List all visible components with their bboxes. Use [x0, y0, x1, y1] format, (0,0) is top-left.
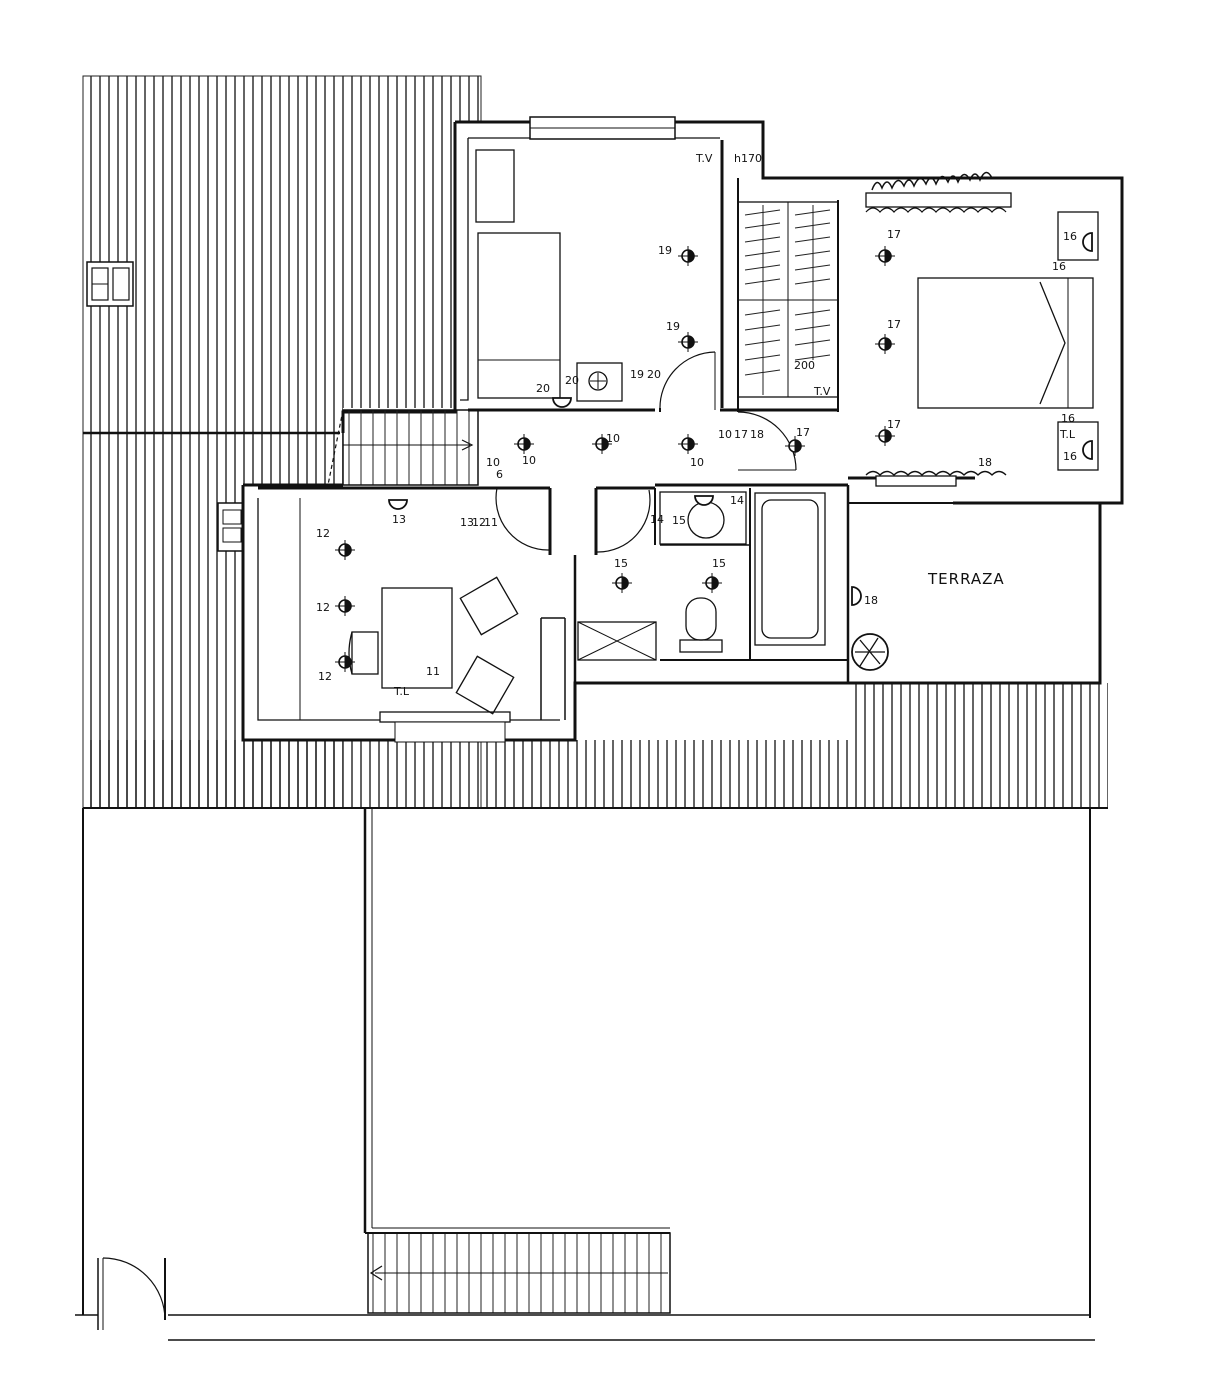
lower-level-outline — [75, 808, 1095, 1341]
plan-labels: TERRAZA T.V h170 T.V T.L T.L 200 19 19 1… — [316, 152, 1077, 698]
point-number: 17 — [887, 318, 901, 331]
point-number: 14 — [650, 513, 664, 526]
point-number: 13 — [392, 513, 406, 526]
outlet-number: 200 — [794, 359, 815, 372]
point-number: 18 — [864, 594, 878, 607]
interior-floor — [243, 122, 1122, 740]
ceiling-light-icon — [612, 573, 632, 593]
point-number: 10 — [690, 456, 704, 469]
point-number: 16 — [1063, 450, 1077, 463]
point-number: 18 — [978, 456, 992, 469]
ceiling-light-icon — [678, 246, 698, 266]
point-number: 12 — [318, 670, 332, 683]
wall-light-icon — [552, 397, 572, 408]
bathroom-fixtures — [577, 491, 826, 661]
point-number: 19 — [658, 244, 672, 257]
point-number: 10 — [522, 454, 536, 467]
wall-light-icon — [1082, 232, 1093, 252]
point-number: 15 — [712, 557, 726, 570]
point-number: 10 — [486, 456, 500, 469]
terrace-plant-icon — [851, 633, 889, 671]
ceiling-light-icon — [335, 540, 355, 560]
wall-light-icon — [851, 586, 862, 606]
point-number: 11 — [426, 665, 440, 678]
tl-outlet-label: T.L — [393, 685, 410, 698]
ceiling-light-icon — [875, 334, 895, 354]
ceiling-light-icon — [875, 426, 895, 446]
light-points — [335, 232, 1093, 672]
point-number: 6 — [496, 468, 503, 481]
point-number: 17 — [887, 228, 901, 241]
point-number: 17 — [887, 418, 901, 431]
point-number: 12 — [316, 601, 330, 614]
ceiling-light-icon — [702, 573, 722, 593]
ceiling-light-icon — [335, 596, 355, 616]
bedroom2-furniture — [865, 171, 1099, 476]
lower-stair — [367, 1232, 671, 1314]
point-number: 16 — [1052, 260, 1066, 273]
terrace-label: TERRAZA — [927, 570, 1005, 588]
point-number: 15 — [614, 557, 628, 570]
upper-stair — [327, 409, 479, 486]
height-label: h170 — [734, 152, 762, 165]
ceiling-light-icon — [785, 436, 805, 456]
ceiling-light-icon — [678, 332, 698, 352]
wall-light-icon — [1082, 440, 1093, 460]
point-number: 20 — [565, 374, 579, 387]
point-number: 20 — [647, 368, 661, 381]
tl-outlet-label: T.L — [1059, 428, 1076, 441]
point-number: 12 — [316, 527, 330, 540]
ceiling-light-icon — [514, 434, 534, 454]
point-number: 17 — [796, 426, 810, 439]
point-number: 13 — [460, 516, 474, 529]
roof-vent — [86, 261, 134, 307]
tv-outlet-label: T.V — [813, 385, 831, 398]
ceiling-light-icon — [335, 652, 355, 672]
point-number: 18 — [750, 428, 764, 441]
point-number: 15 — [672, 514, 686, 527]
point-number: 10 — [606, 432, 620, 445]
point-number: 11 — [484, 516, 498, 529]
ceiling-light-icon — [592, 434, 612, 454]
point-number: 20 — [536, 382, 550, 395]
point-number: 19 — [630, 368, 644, 381]
wardrobes — [737, 201, 839, 398]
wall-light-icon — [694, 495, 714, 506]
point-number: 17 — [734, 428, 748, 441]
bedroom1-furniture — [475, 149, 623, 402]
point-number: 19 — [666, 320, 680, 333]
point-number: 10 — [718, 428, 732, 441]
roof-vent — [217, 502, 247, 552]
point-number: 16 — [1063, 230, 1077, 243]
point-number: 12 — [472, 516, 486, 529]
point-number: 14 — [730, 494, 744, 507]
ceiling-light-icon — [875, 246, 895, 266]
ceiling-light-icon — [678, 434, 698, 454]
study-furniture — [299, 498, 519, 743]
tv-outlet-label: T.V — [695, 152, 713, 165]
point-number: 16 — [1061, 412, 1075, 425]
door-swings — [495, 351, 797, 553]
wall-light-icon — [388, 499, 408, 510]
